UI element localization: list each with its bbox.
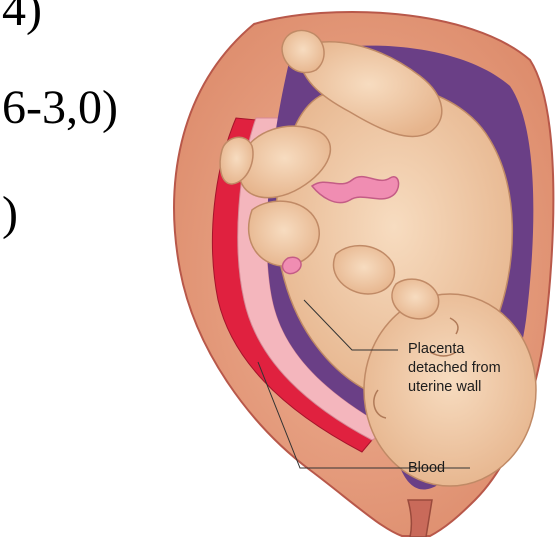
fetus-knee [249, 201, 320, 266]
label-uterine-wall: uterine wall [408, 378, 481, 397]
label-placenta: Placenta [408, 340, 464, 359]
label-detached-from: detached from [408, 359, 501, 378]
label-blood: Blood [408, 459, 445, 478]
